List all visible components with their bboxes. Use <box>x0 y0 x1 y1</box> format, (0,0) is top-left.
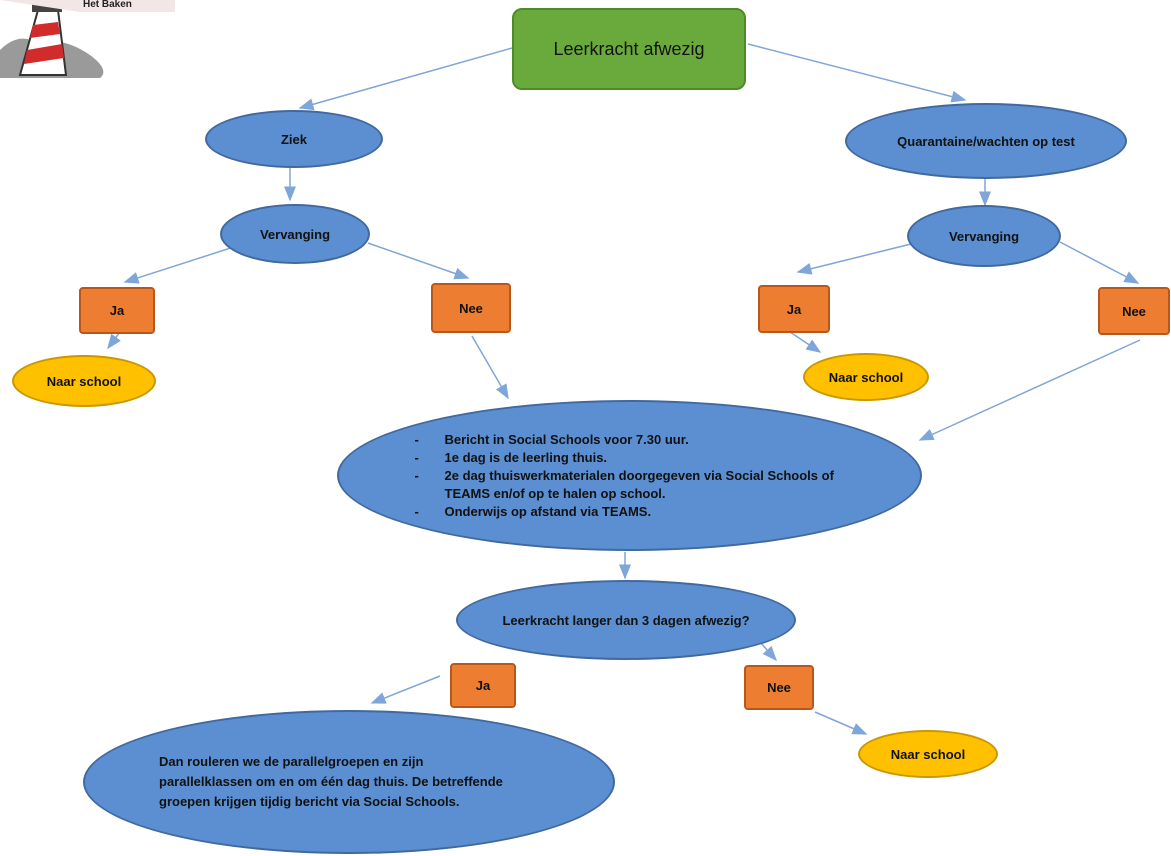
node-label: Naar school <box>890 746 966 762</box>
node-label: Ziek <box>280 131 307 147</box>
bericht-item: 1e dag is de leerling thuis. <box>415 449 835 467</box>
node-rouleren: Dan rouleren we de parallelgroepen en zi… <box>83 710 615 854</box>
node-label: Ja <box>475 678 491 693</box>
node-label: Naar school <box>828 369 904 385</box>
school-logo: Het Baken <box>0 0 175 80</box>
arrow-nee-bericht-right <box>918 339 1141 441</box>
node-ja-right: Ja <box>758 285 830 333</box>
node-langer-dan-3-dagen: Leerkracht langer dan 3 dagen afwezig? <box>456 580 796 660</box>
node-naar-school-bottom: Naar school <box>858 730 998 778</box>
node-vervanging-right: Vervanging <box>907 205 1061 267</box>
logo-name: Het Baken <box>83 0 132 10</box>
node-label: Ja <box>109 303 125 318</box>
node-label: Naar school <box>46 373 122 389</box>
arrow-vervanging-ja-right <box>796 242 916 275</box>
node-naar-school-right: Naar school <box>803 353 929 401</box>
arrow-vervanging-ja-left <box>123 244 241 284</box>
bericht-item: 2e dag thuiswerkmaterialen doorgegeven v… <box>415 467 835 503</box>
node-nee-bottom: Nee <box>744 665 814 710</box>
arrow-langer-nee <box>759 641 777 662</box>
node-nee-right: Nee <box>1098 287 1170 335</box>
node-quarantaine: Quarantaine/wachten op test <box>845 103 1127 179</box>
node-label: Ja <box>786 301 802 317</box>
arrow-langer-ja <box>370 675 441 704</box>
arrow-vervanging-nee-right <box>1059 241 1140 284</box>
node-vervanging-left: Vervanging <box>220 204 370 264</box>
node-label: Nee <box>767 680 791 695</box>
node-ja-left: Ja <box>79 287 155 334</box>
node-label: Nee <box>459 300 483 316</box>
node-nee-left: Nee <box>431 283 511 333</box>
arrow-vervanging-nee-left <box>367 242 470 280</box>
arrow-nee-bericht <box>471 335 509 400</box>
node-leerkracht-afwezig: Leerkracht afwezig <box>512 8 746 90</box>
node-ziek: Ziek <box>205 110 383 168</box>
node-label: Leerkracht langer dan 3 dagen afwezig? <box>502 612 750 628</box>
node-label: Dan rouleren we de parallelgroepen en zi… <box>159 754 503 809</box>
node-label: Vervanging <box>948 228 1020 244</box>
node-label: Quarantaine/wachten op test <box>897 133 1075 149</box>
bericht-item: Bericht in Social Schools voor 7.30 uur. <box>415 431 835 449</box>
bericht-list: Bericht in Social Schools voor 7.30 uur.… <box>415 431 835 521</box>
arrow-ja-naar-school-right <box>789 331 822 353</box>
arrow-root-ziek <box>298 47 513 111</box>
node-label: Leerkracht afwezig <box>553 38 705 59</box>
node-label: Nee <box>1122 303 1146 319</box>
arrow-root-quarantaine <box>747 43 967 103</box>
node-bericht-social-schools: Bericht in Social Schools voor 7.30 uur.… <box>337 400 922 551</box>
node-naar-school-left: Naar school <box>12 355 156 407</box>
node-label: Vervanging <box>259 226 331 242</box>
arrow-ja-naar-school-left <box>107 331 121 350</box>
node-ja-bottom: Ja <box>450 663 516 708</box>
arrow-nee-naar-school <box>814 711 868 735</box>
bericht-item: Onderwijs op afstand via TEAMS. <box>415 503 835 521</box>
lighthouse-logo-icon <box>0 0 175 78</box>
